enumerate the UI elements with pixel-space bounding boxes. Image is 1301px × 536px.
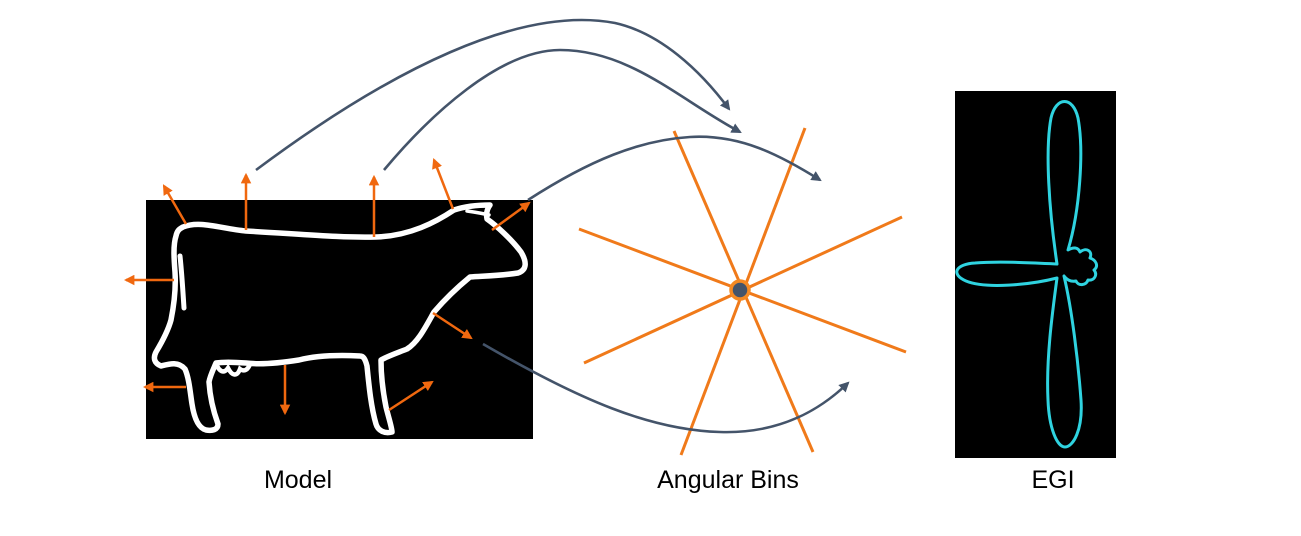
mapping-arrow-3 [527,135,822,202]
cow-silhouette [151,202,528,436]
normal-arrow-chest [432,311,473,340]
bin-center-dot [729,279,751,301]
normal-arrow-head [491,201,531,232]
cow-tail [177,253,187,311]
normal-arrows [123,158,531,416]
mapping-arrow-4 [482,342,850,434]
egi-panel [955,91,1116,458]
angular-bins-caption: Angular Bins [657,466,799,494]
egi-curve [955,100,1099,449]
cow-udder [213,360,253,377]
model-panel [146,200,533,439]
normal-arrow-front-leg [388,380,434,412]
egi-caption: EGI [1031,466,1075,494]
angular-bins [578,127,907,456]
egi-background [955,91,1116,458]
cow-ear [465,209,491,217]
mapping-arrow-1 [255,18,731,172]
normal-arrow-neck [432,158,455,210]
mapping-arrow-2 [383,48,742,171]
normal-arrow-shoulder-left [162,184,188,225]
model-caption: Model [263,466,333,494]
mapping-arrows [255,18,850,434]
